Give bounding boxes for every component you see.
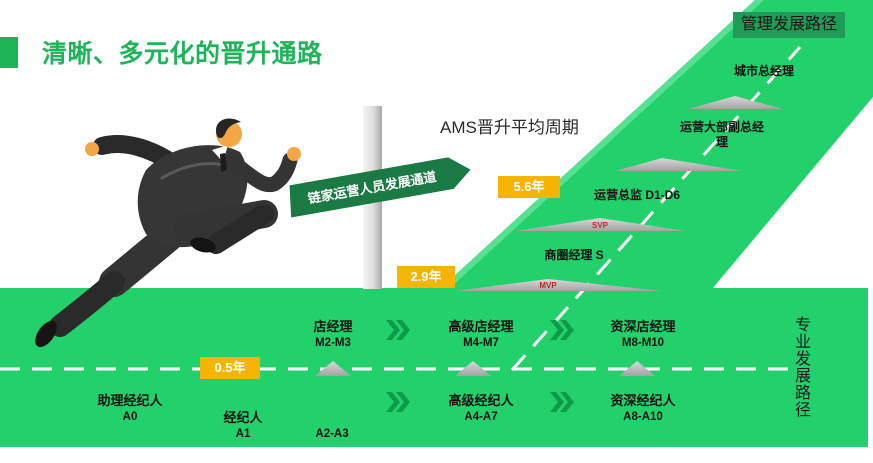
level-grade: A1 xyxy=(235,428,251,440)
runner-figure xyxy=(35,118,301,348)
agent-level-agent: 经纪人 A1 xyxy=(223,410,262,442)
step-city-gm xyxy=(688,96,783,109)
step-vice-gm xyxy=(615,158,742,171)
step-store-manager xyxy=(315,361,351,376)
double-chevron-right-icon xyxy=(550,320,574,340)
step-senior-store-manager xyxy=(455,361,491,376)
management-road xyxy=(440,0,873,289)
year-badge: 2.9年 xyxy=(397,266,455,288)
professional-path-label: 专业发展路径 xyxy=(792,316,809,418)
step-svp xyxy=(515,218,686,231)
promotion-cycle-label: AMS晋升平均周期 xyxy=(440,118,579,137)
agent-level-principal-agent: 资深经纪人 A8-A10 xyxy=(610,393,675,425)
level-ops-director: 运营总监 D1-D6 xyxy=(593,188,681,202)
runner-hair xyxy=(216,118,241,139)
agent-level-a2-a3: A2-A3 xyxy=(315,426,348,442)
agent-level-assistant: 助理经纪人 A0 xyxy=(97,393,162,425)
runner-front-shoe xyxy=(190,237,216,253)
year-badge: 5.6年 xyxy=(498,176,560,198)
store-level-senior-store-manager: 高级店经理 M4-M7 xyxy=(448,319,513,351)
level-grade: A2-A3 xyxy=(315,428,349,440)
double-chevron-right-icon xyxy=(386,320,410,340)
step-principal-store-manager xyxy=(619,361,655,376)
runner-front-shin xyxy=(206,204,274,254)
level-grade: M2-M3 xyxy=(315,337,351,349)
level-title: 店经理 xyxy=(313,319,353,334)
level-district-manager: 商圈经理 S xyxy=(544,248,604,262)
runner-back-shin xyxy=(49,271,125,337)
runner-front-hand xyxy=(287,147,301,161)
title-accent-bar xyxy=(0,37,18,68)
double-chevron-right-icon xyxy=(550,392,574,412)
management-path-label: 管理发展路径 xyxy=(733,12,845,38)
step-tag-mvp: MVP xyxy=(539,281,557,290)
management-road-edge xyxy=(440,0,764,289)
step-mvp xyxy=(455,279,662,291)
level-grade: M8-M10 xyxy=(621,337,665,349)
year-badge: 0.5年 xyxy=(200,357,260,379)
level-grade: M4-M7 xyxy=(463,337,499,349)
runner-front-arm xyxy=(224,152,298,193)
double-chevron-right-icon xyxy=(386,392,410,412)
level-grade: A0 xyxy=(122,411,138,423)
signpost-arrow-icon xyxy=(289,157,471,218)
level-title: 高级店经理 xyxy=(448,319,514,334)
store-level-store-manager: 店经理 M2-M3 xyxy=(313,319,352,351)
level-grade: A8-A10 xyxy=(623,411,663,423)
level-city-gm: 城市总经理 xyxy=(733,64,795,78)
runner-back-shoe xyxy=(35,320,57,348)
level-title: 助理经纪人 xyxy=(97,393,163,408)
level-title: 资深经纪人 xyxy=(610,393,676,408)
level-title: 高级经纪人 xyxy=(448,393,514,408)
level-grade: A4-A7 xyxy=(464,411,498,423)
step-tag-svp: SVP xyxy=(591,221,609,230)
level-title: 资深店经理 xyxy=(610,319,676,334)
runner-back-hand xyxy=(85,142,99,156)
page-title: 清晰、多元化的晋升通路 xyxy=(42,40,323,68)
level-vice-gm: 运营大部副总经理 xyxy=(679,120,764,149)
level-title: 经纪人 xyxy=(223,410,263,425)
store-level-principal-store-manager: 资深店经理 M8-M10 xyxy=(610,319,675,351)
runner-tie xyxy=(220,153,227,172)
agent-level-senior-agent: 高级经纪人 A4-A7 xyxy=(448,393,513,425)
